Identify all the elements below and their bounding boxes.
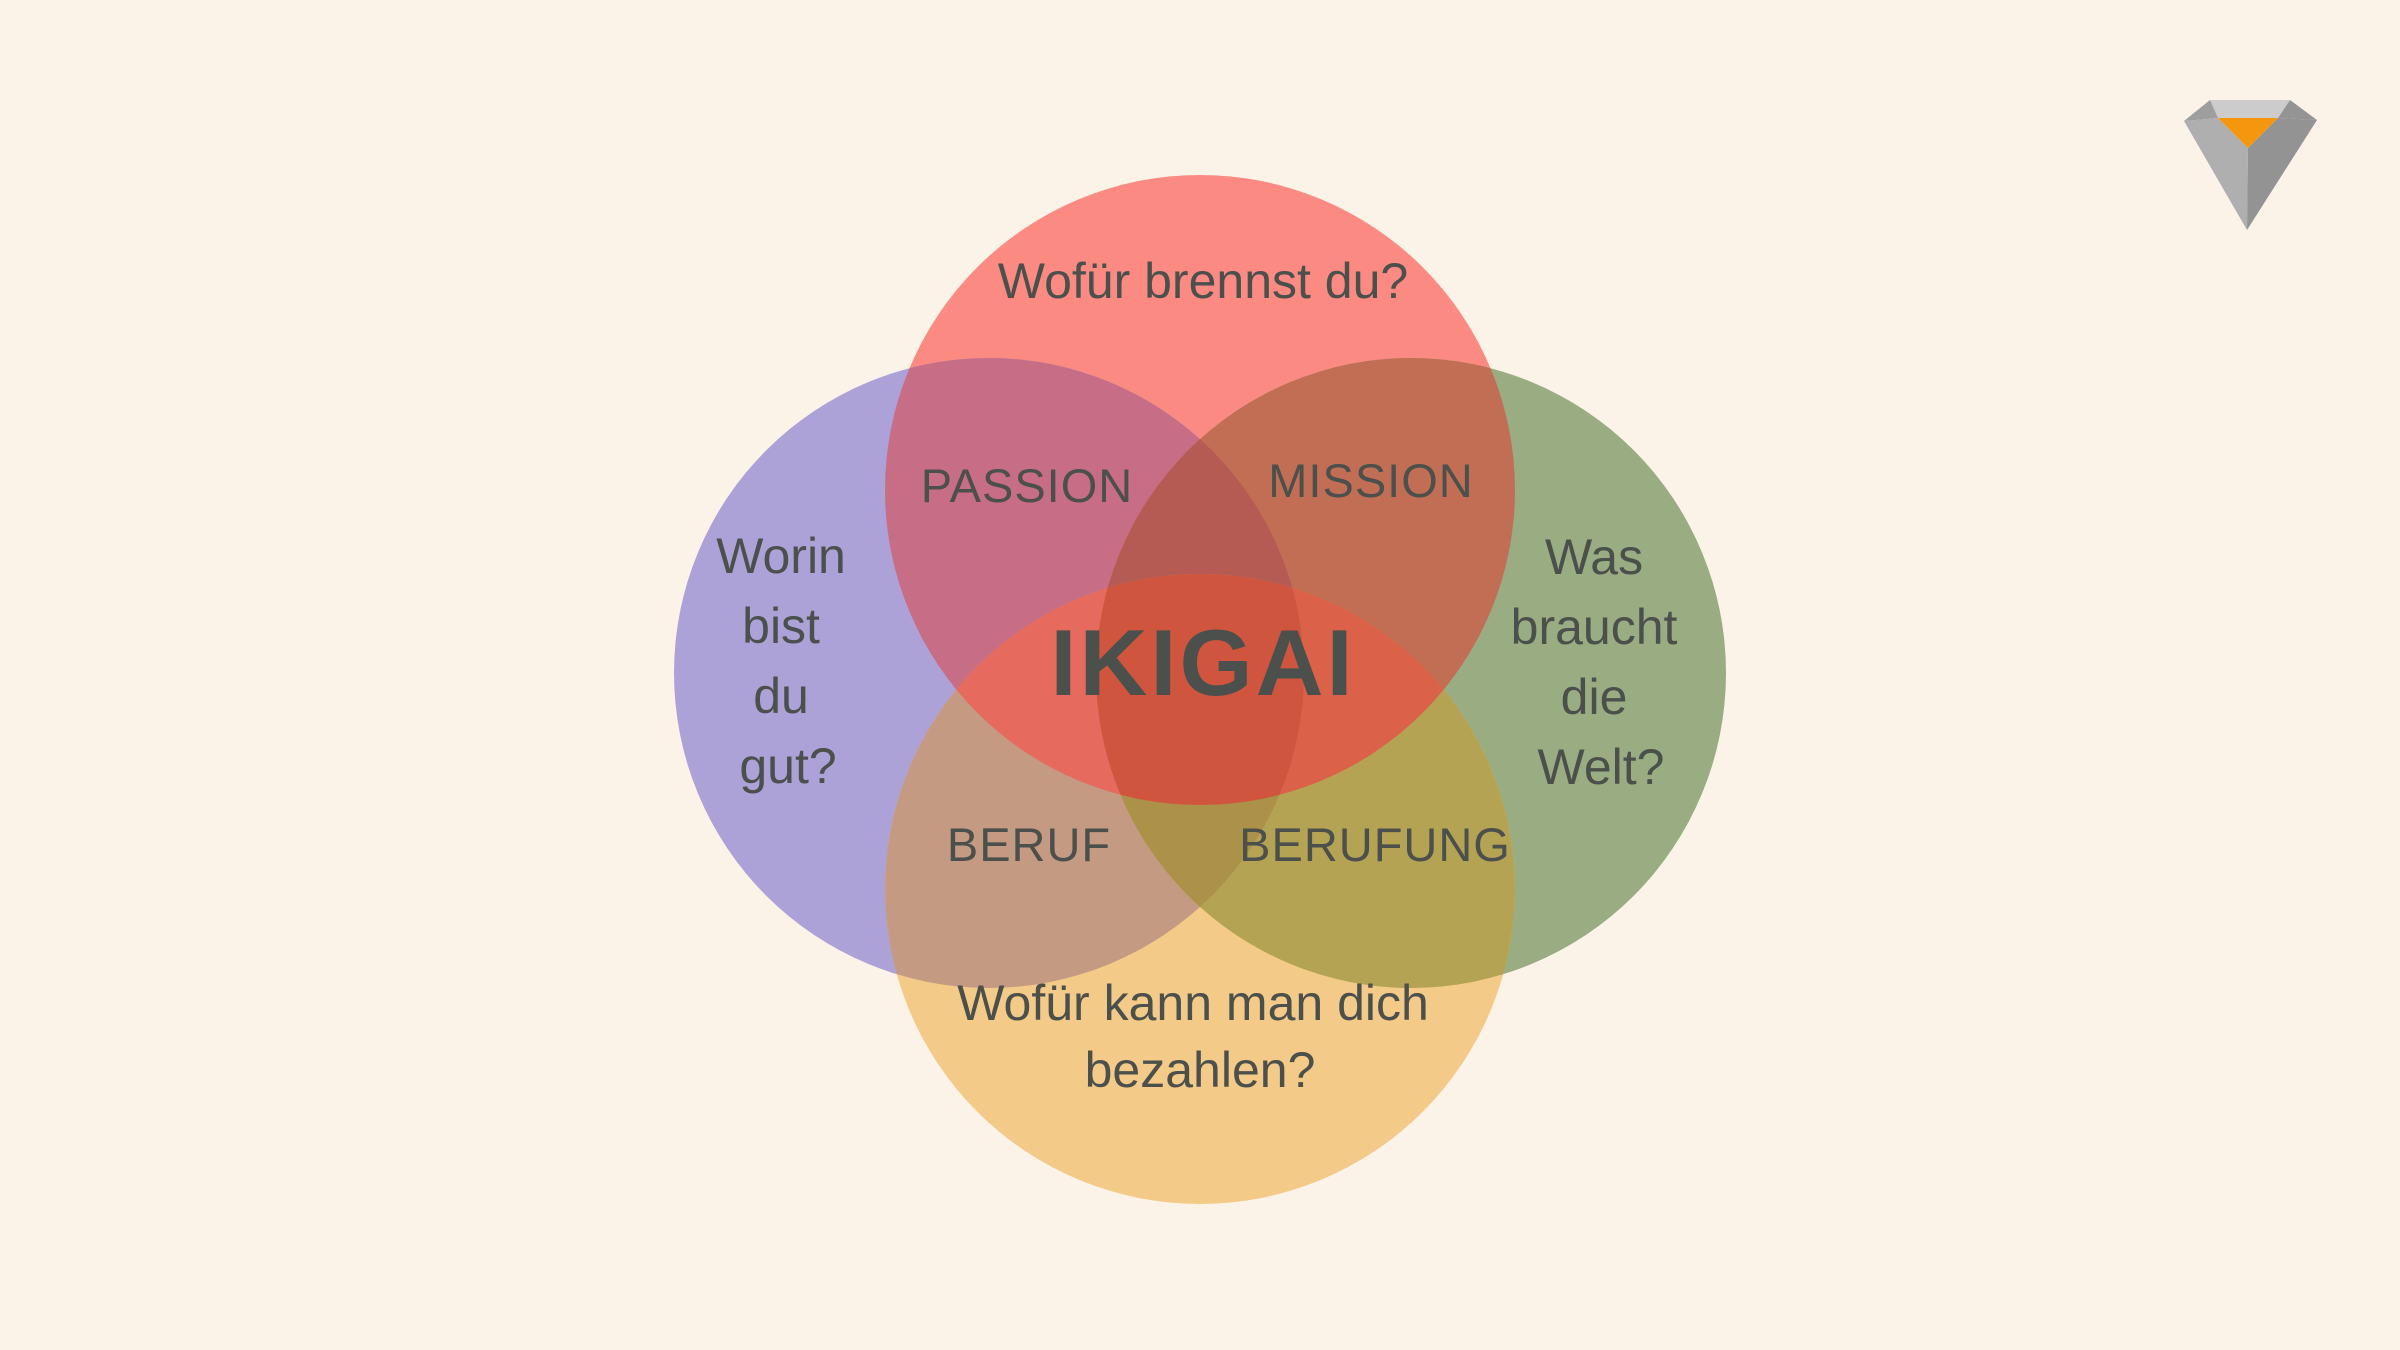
label-passion: PASSION	[921, 459, 1133, 512]
gem-table-facet	[2210, 100, 2290, 118]
question-left: Worin bist du gut?	[716, 528, 860, 794]
question-right-line-4: Welt?	[1538, 739, 1665, 795]
question-top: Wofür brennst du?	[998, 253, 1408, 309]
question-left-line-2: bist	[742, 598, 820, 654]
question-right-line-3: die	[1561, 669, 1628, 725]
gem-bezel-right-facet	[2278, 100, 2317, 120]
gem-bezel-left-facet	[2184, 100, 2218, 121]
overlap-triple-lower-region	[1096, 574, 1304, 988]
center-label-ikigai: IKIGAI	[1050, 610, 1355, 715]
label-beruf: BERUF	[947, 818, 1111, 871]
gem-pavilion-right-facet	[2247, 118, 2317, 230]
label-mission: MISSION	[1268, 454, 1473, 507]
question-bottom-line-2: bezahlen?	[1085, 1042, 1316, 1098]
overlap-triple-upper-region	[1096, 358, 1304, 805]
question-left-line-3: du	[753, 668, 809, 724]
label-berufung: BERUFUNG	[1239, 818, 1511, 871]
question-right: Was braucht die Welt?	[1511, 529, 1692, 795]
gem-accent-facet	[2218, 118, 2278, 148]
question-bottom-line-1: Wofür kann man dich	[957, 975, 1429, 1031]
question-left-line-4: gut?	[739, 738, 836, 794]
overlap-triple-right-region	[1096, 574, 1515, 805]
gem-pavilion-left-facet	[2184, 118, 2248, 230]
overlap-triple-left-region	[885, 574, 1304, 805]
question-right-line-2: braucht	[1511, 599, 1678, 655]
question-left-line-1: Worin	[716, 528, 846, 584]
question-bottom: Wofür kann man dich bezahlen?	[957, 975, 1442, 1098]
question-right-line-1: Was	[1545, 529, 1643, 585]
diamond-gem-icon	[2184, 100, 2317, 230]
